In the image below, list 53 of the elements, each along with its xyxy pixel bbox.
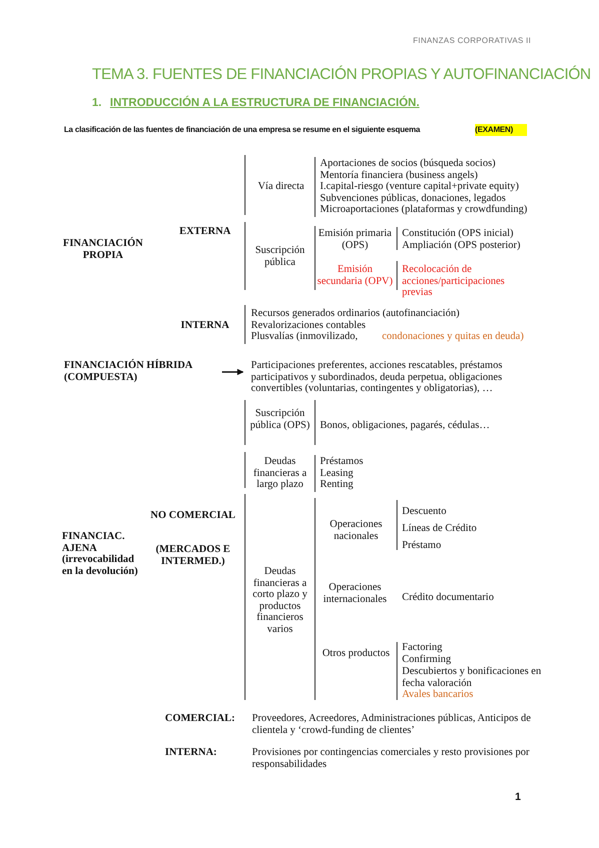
section-heading: INTRODUCCIÓN A LA ESTRUCTURA DE FINANCIACIÓN. xyxy=(110,98,420,110)
category-heading: INTERNA xyxy=(180,320,230,332)
list-item: Líneas de Crédito xyxy=(402,523,478,535)
subcategory-label: Otros productos xyxy=(321,648,391,660)
description-text: Proveedores, Acreedores, Administraciones públicas, Anticipos de clientela y ‘crowd-funding de clientes’ xyxy=(252,713,532,736)
list-item: Leasing xyxy=(320,468,354,480)
category-heading: FINANCIACIÓN HÍBRIDA (COMPUESTA) xyxy=(64,360,214,384)
list-item: Recolocación de acciones/participaciones previas xyxy=(402,264,506,299)
category-heading: FINANCIACIÓN PROPIA xyxy=(62,238,144,262)
page-title: TEMA 3. FUENTES DE FINANCIACIÓN PROPIAS Y AUTOFINANCIACIÓN xyxy=(92,66,591,84)
category-heading: NO COMERCIAL xyxy=(150,510,236,522)
list-item: Crédito documentario xyxy=(402,592,495,604)
list-item: Préstamos xyxy=(320,456,364,468)
subcategory-label: Operaciones internacionales xyxy=(322,582,388,606)
list-item: Revalorizaciones contables xyxy=(251,320,367,332)
list-item: I.capital-riesgo (venture capital+private equity) xyxy=(320,181,520,193)
category-heading: FINANCIAC. AJENA (irrevocabilidad en la devolución) xyxy=(62,531,139,578)
subcategory-label: Emisión secundaria (OPV) xyxy=(316,264,394,288)
list-item: Mentoría financiera (business angels) xyxy=(320,170,479,182)
list-item: Préstamo xyxy=(402,540,442,552)
list-item: Aportaciones de socios (búsqueda socios) xyxy=(320,158,497,170)
subcategory-label: Vía directa xyxy=(256,181,306,193)
list-item: Plusvalías (inmovilizado, xyxy=(251,331,359,343)
list-item: Avales bancarios xyxy=(402,689,474,701)
subcategory-label: Operaciones nacionales xyxy=(328,519,384,542)
subcategory-label: Deudas financieras a largo plazo xyxy=(252,456,308,491)
description-text: Provisiones por contingencias comerciales y resto provisiones por responsabilidades xyxy=(252,747,530,770)
subcategory-label: Suscripción pública xyxy=(254,245,306,268)
arrow xyxy=(222,368,244,376)
category-heading: INTERNA: xyxy=(165,747,218,759)
list-item: condonaciones y quitas en deuda) xyxy=(382,331,525,343)
list-item: Confirming xyxy=(402,654,452,666)
list-item: Ampliación (OPS posterior) xyxy=(402,240,522,252)
page-number: 1 xyxy=(515,792,522,804)
category-heading: EXTERNA xyxy=(178,226,232,238)
list-item: Factoring xyxy=(402,642,444,654)
list-item: Descubiertos y bonificaciones en fecha valoración xyxy=(402,666,542,690)
category-heading: (MERCADOS E INTERMED.) xyxy=(154,544,232,568)
list-item: Bonos, obligaciones, pagarés, cédulas… xyxy=(320,420,491,432)
list-item: Recursos generados ordinarios (autofinanciación) xyxy=(251,308,460,320)
category-heading: COMERCIAL: xyxy=(165,713,236,725)
exam-tag: (EXAMEN) xyxy=(475,124,527,136)
description-text: Participaciones preferentes, acciones rescatables, préstamos participativos y subordinados, deuda perpetua, obligaciones convertibles (voluntarias, contingentes y obligatorias), … xyxy=(251,360,531,395)
subcategory-label: Suscripción pública (OPS) xyxy=(249,408,311,432)
list-item: Microaportaciones (plataformas y crowdfunding) xyxy=(320,204,528,216)
running-header: FINANZAS CORPORATIVAS II xyxy=(413,35,532,47)
list-item: Renting xyxy=(320,479,354,491)
list-item: Constitución (OPS inicial) xyxy=(402,228,514,240)
list-item: Subvenciones públicas, donaciones, legados xyxy=(320,192,507,204)
section-number: 1. xyxy=(92,98,103,110)
subcategory-label: Deudas financieras a corto plazo y productos financieros varios xyxy=(252,566,308,636)
subcategory-label: Emisión primaria (OPS) xyxy=(317,228,393,252)
list-item: Descuento xyxy=(402,506,448,518)
